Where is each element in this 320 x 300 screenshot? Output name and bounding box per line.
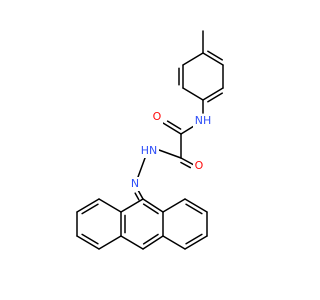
atom-o-amide: O: [151, 110, 163, 124]
bond-anthr-9-8a: [142, 198, 164, 213]
bonds: [76, 30, 224, 250]
atom-o-hydrazide: O: [193, 159, 205, 173]
bond-anthr-8-7-second: [185, 203, 203, 215]
bond-anthr-9a-1: [98, 198, 122, 213]
bond-anthr-9-9a: [120, 198, 144, 213]
bond-n-imine-ch: [137, 189, 144, 200]
atom-o-amide-label: O: [153, 110, 162, 123]
bond-anthr-4a-10: [120, 235, 144, 250]
atom-hn-hydrazide-label: HN: [141, 144, 158, 157]
bond-anthr-6-5: [184, 235, 208, 250]
bond-tolyl-6: [202, 52, 224, 66]
bond-tolyl-6-second: [207, 50, 224, 61]
bond-tolyl-3: [182, 87, 204, 101]
bond-carbonyl-hn: [158, 149, 182, 159]
bond-anthr-10-10a: [142, 235, 164, 250]
bond-anthr-1-2: [76, 198, 100, 213]
bond-n-imine-ch-second: [134, 192, 140, 201]
atom-n-imine: N: [129, 177, 141, 191]
bond-anthr-4-4a: [98, 235, 122, 250]
bond-carbonyl-o-hydrazide-second: [180, 161, 192, 169]
bond-anthr-3-4: [76, 235, 100, 250]
bond-anthr-8-7: [184, 198, 208, 213]
bond-hn-n-imine: [137, 157, 146, 178]
atom-n-imine-label: N: [131, 177, 139, 190]
bond-carbonyl-o-amide: [162, 122, 182, 135]
bond-anthr-6-5-second: [185, 233, 203, 245]
bond-tolyl-1: [182, 52, 204, 66]
bond-anthr-5-10a: [162, 235, 186, 250]
bond-nh-carbonyl: [180, 125, 195, 135]
bond-anthr-3-4-second: [81, 233, 99, 245]
bond-anthr-9-8a-second: [142, 203, 159, 215]
bond-carbonyl-o-hydrazide: [180, 157, 195, 166]
molecule-structure: O NH O HN N: [76, 30, 224, 250]
atom-nh-amide: NH: [193, 114, 213, 128]
atom-nh-amide-label: NH: [195, 114, 212, 127]
bond-carbonyl-o-amide-second: [166, 120, 182, 130]
bond-tolyl-4: [202, 87, 224, 101]
bond-anthr-1-2-second: [81, 203, 99, 215]
atom-labels: O NH O HN N: [129, 110, 213, 191]
bond-tolyl-4-second: [207, 92, 224, 103]
atom-o-hydrazide-label: O: [195, 159, 204, 172]
bond-anthr-10-10a-second: [142, 233, 159, 245]
bond-anthr-8a-8: [162, 198, 186, 213]
atom-hn-hydrazide: HN: [139, 144, 159, 158]
